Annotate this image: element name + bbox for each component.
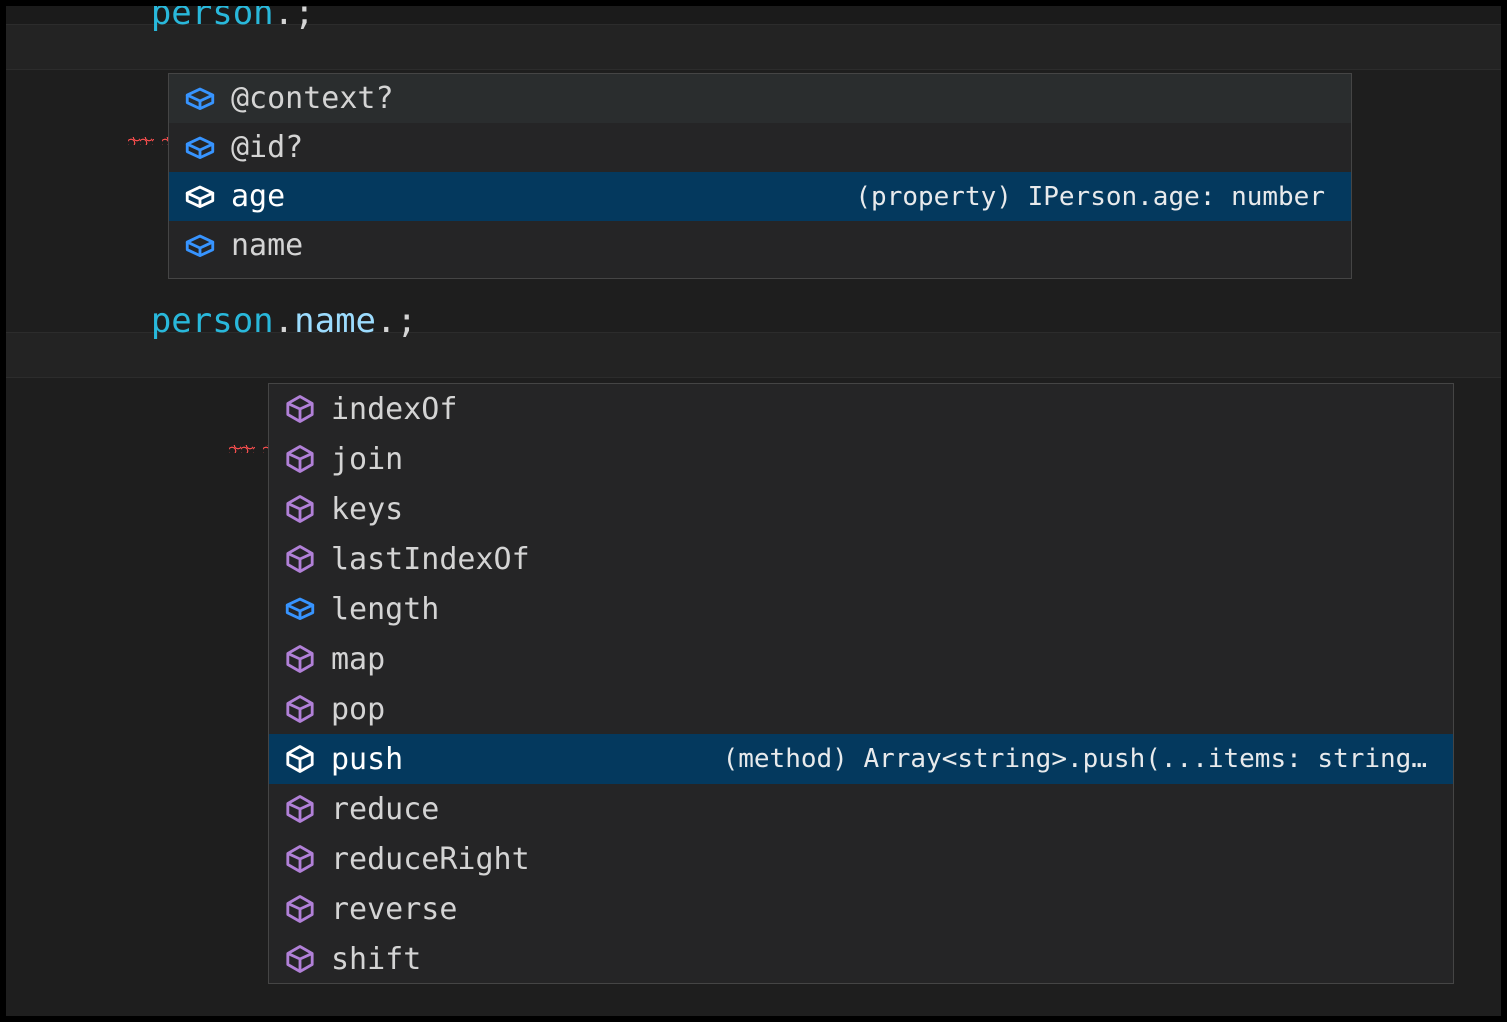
code-editor-canvas[interactable]: person.; @context? @id? (6, 6, 1501, 1016)
token-semicolon: ; (396, 301, 417, 341)
suggest-item-label: reverse (331, 891, 458, 927)
code-line-2-text: person.name.; (6, 270, 417, 453)
suggest-item-label: reduce (331, 791, 440, 827)
token-property-name: name (294, 301, 377, 341)
suggest-item-name[interactable]: name (169, 221, 1351, 270)
method-cube-icon (286, 795, 314, 823)
suggest-item-map[interactable]: map (269, 634, 1453, 684)
suggest-item-label: reduceRight (331, 841, 530, 877)
suggest-item-label: age (231, 179, 286, 214)
suggest-item-detail: (method) Array<string>.push(...items: st… (722, 744, 1427, 774)
suggest-item-reverse[interactable]: reverse (269, 884, 1453, 934)
suggest-item-label: join (331, 441, 404, 477)
property-cube-icon (185, 87, 215, 110)
code-line-2[interactable]: person.name.; (6, 304, 1501, 453)
code-line-1[interactable]: person.; (6, 6, 1501, 145)
suggest-item-label: length (331, 591, 440, 627)
suggest-item-label: map (331, 641, 386, 677)
property-cube-icon (185, 136, 215, 159)
method-cube-icon (286, 745, 314, 773)
suggest-item-label: keys (331, 491, 404, 527)
property-cube-icon (285, 597, 315, 621)
method-cube-icon (286, 945, 314, 973)
token-semicolon: ; (294, 6, 315, 33)
suggest-item-lastindexof[interactable]: lastIndexOf (269, 534, 1453, 584)
suggest-item-length[interactable]: length (269, 584, 1453, 634)
method-cube-icon (286, 445, 314, 473)
suggest-item-indexof[interactable]: indexOf (269, 384, 1453, 434)
token-dot-2: . (376, 301, 397, 341)
method-cube-icon (286, 645, 314, 673)
suggest-item-join[interactable]: join (269, 434, 1453, 484)
suggest-item-detail: (property) IPerson.age: number (855, 181, 1325, 212)
suggest-item-label: @context? (231, 81, 394, 116)
method-cube-icon (286, 545, 314, 573)
token-variable-person: person (150, 301, 274, 341)
suggest-item-label: push (331, 741, 404, 777)
suggest-item-label: indexOf (331, 391, 458, 427)
method-cube-icon (286, 395, 314, 423)
suggest-item-reduceright[interactable]: reduceRight (269, 834, 1453, 884)
error-squiggle-dot (128, 137, 154, 145)
suggest-item-keys[interactable]: keys (269, 484, 1453, 534)
method-cube-icon (286, 495, 314, 523)
error-squiggle-dot (229, 445, 255, 453)
method-cube-icon (286, 845, 314, 873)
autocomplete-popup-person[interactable]: @context? @id? age (property) IPerson.ag… (168, 73, 1352, 279)
token-dot-1: . (273, 301, 295, 341)
suggest-item-label: lastIndexOf (331, 541, 530, 577)
suggest-item-label: pop (331, 691, 386, 727)
suggest-item-label: @id? (231, 130, 304, 165)
suggest-item-context[interactable]: @context? (169, 74, 1351, 123)
suggest-item-shift[interactable]: shift (269, 934, 1453, 983)
autocomplete-popup-person-name[interactable]: indexOf join keys lastIndexOf (268, 383, 1454, 984)
property-cube-icon (185, 234, 215, 257)
editor-top-strip (6, 6, 1501, 24)
method-cube-icon (286, 695, 314, 723)
method-cube-icon (286, 895, 314, 923)
suggest-item-id[interactable]: @id? (169, 123, 1351, 172)
suggest-item-age[interactable]: age (property) IPerson.age: number (169, 172, 1351, 221)
token-variable-person: person (150, 6, 274, 33)
suggest-item-pop[interactable]: pop (269, 684, 1453, 734)
property-cube-icon (185, 185, 215, 208)
suggest-item-label: shift (331, 941, 422, 977)
suggest-item-label: name (231, 228, 304, 263)
token-dot: . (273, 6, 295, 33)
suggest-item-push[interactable]: push (method) Array<string>.push(...item… (269, 734, 1453, 784)
suggest-item-reduce[interactable]: reduce (269, 784, 1453, 834)
